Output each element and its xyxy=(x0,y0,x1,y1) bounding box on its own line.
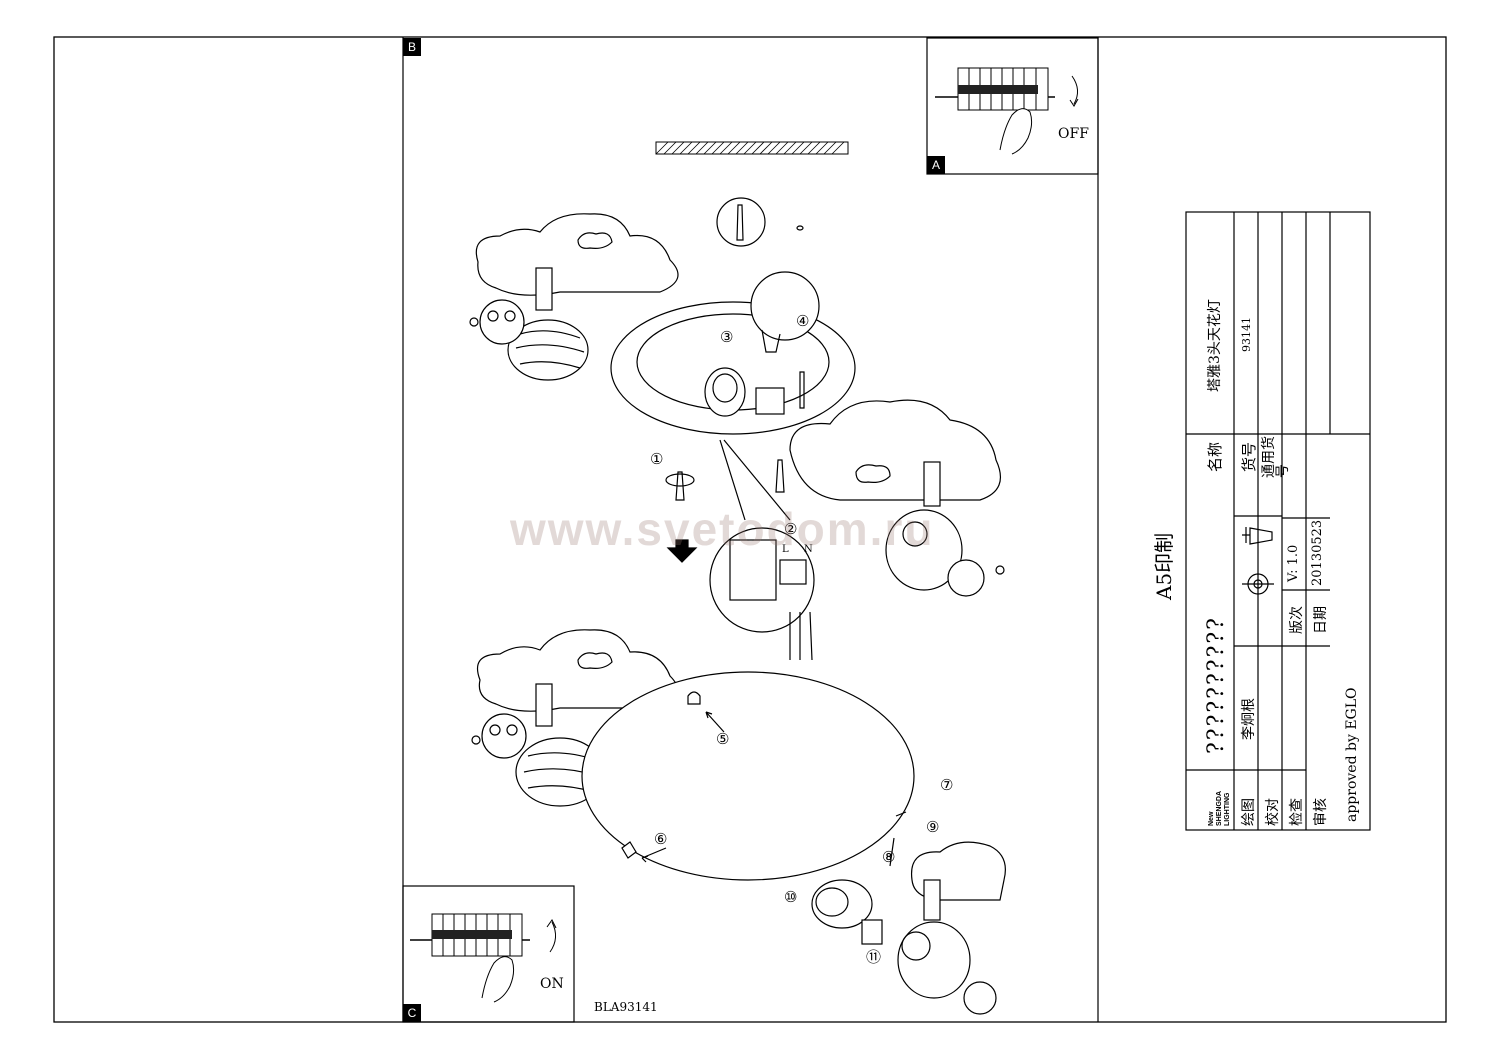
ceiling-hatch xyxy=(655,141,849,155)
wiring-n-label: N xyxy=(804,544,813,555)
panel-c-switch-on xyxy=(402,885,575,1023)
step-7-marker: ⑦ xyxy=(940,776,954,794)
company-logo: New SHENGDA LIGHTING xyxy=(1208,791,1231,826)
drawn-label: 绘图 xyxy=(1241,798,1257,826)
panel-a-label: A xyxy=(927,156,945,174)
inspect-label: 检查 xyxy=(1289,798,1305,826)
step-1-marker: ① xyxy=(650,450,664,468)
step-9-marker: ⑨ xyxy=(926,818,940,836)
date-value: 20130523 xyxy=(1310,519,1325,586)
panel-c-label: C xyxy=(403,1004,421,1022)
step-2-marker: ② xyxy=(784,520,798,538)
item-no-label: 货号 xyxy=(1240,441,1258,472)
item-no-value: 93141 xyxy=(1240,317,1253,352)
step-4-marker: ④ xyxy=(796,312,810,330)
name-value: 塔雅3头天花灯 xyxy=(1207,299,1223,392)
title-block-table xyxy=(1185,211,1371,831)
drawn-value: 李炯根 xyxy=(1241,698,1257,740)
panel-a-switch-off xyxy=(926,37,1099,175)
sheet-format: A5印制 xyxy=(1152,532,1176,600)
on-caption: ON xyxy=(540,976,564,992)
date-label: 日期 xyxy=(1313,606,1329,634)
step-5-marker: ⑤ xyxy=(716,730,730,748)
wiring-l-label: L xyxy=(782,544,789,555)
approved-by: approved by EGLO xyxy=(1344,687,1360,823)
step-11-marker: ⑪ xyxy=(866,948,882,966)
check-label: 校对 xyxy=(1265,798,1281,826)
drawing-code: BLA93141 xyxy=(594,1000,658,1014)
panel-b-label: B xyxy=(403,38,421,56)
step-8-marker: ⑧ xyxy=(882,848,896,866)
upper-assembly-drawing xyxy=(469,197,1005,661)
lower-assembly-drawing xyxy=(471,629,1006,1015)
general-item-label: 通用货号 xyxy=(1261,436,1291,478)
version-value: V: 1.0 xyxy=(1286,544,1301,582)
step-6-marker: ⑥ xyxy=(654,830,668,848)
review-label: 审核 xyxy=(1313,798,1329,826)
unknown-text: ?????????? xyxy=(1204,616,1229,754)
version-label: 版次 xyxy=(1289,606,1305,634)
name-label: 名称 xyxy=(1206,441,1224,472)
off-caption: OFF xyxy=(1058,126,1089,142)
watermark-text: www.svetodom.ru xyxy=(510,503,935,555)
step-10-marker: ⑩ xyxy=(784,888,798,906)
step-3-marker: ③ xyxy=(720,328,734,346)
